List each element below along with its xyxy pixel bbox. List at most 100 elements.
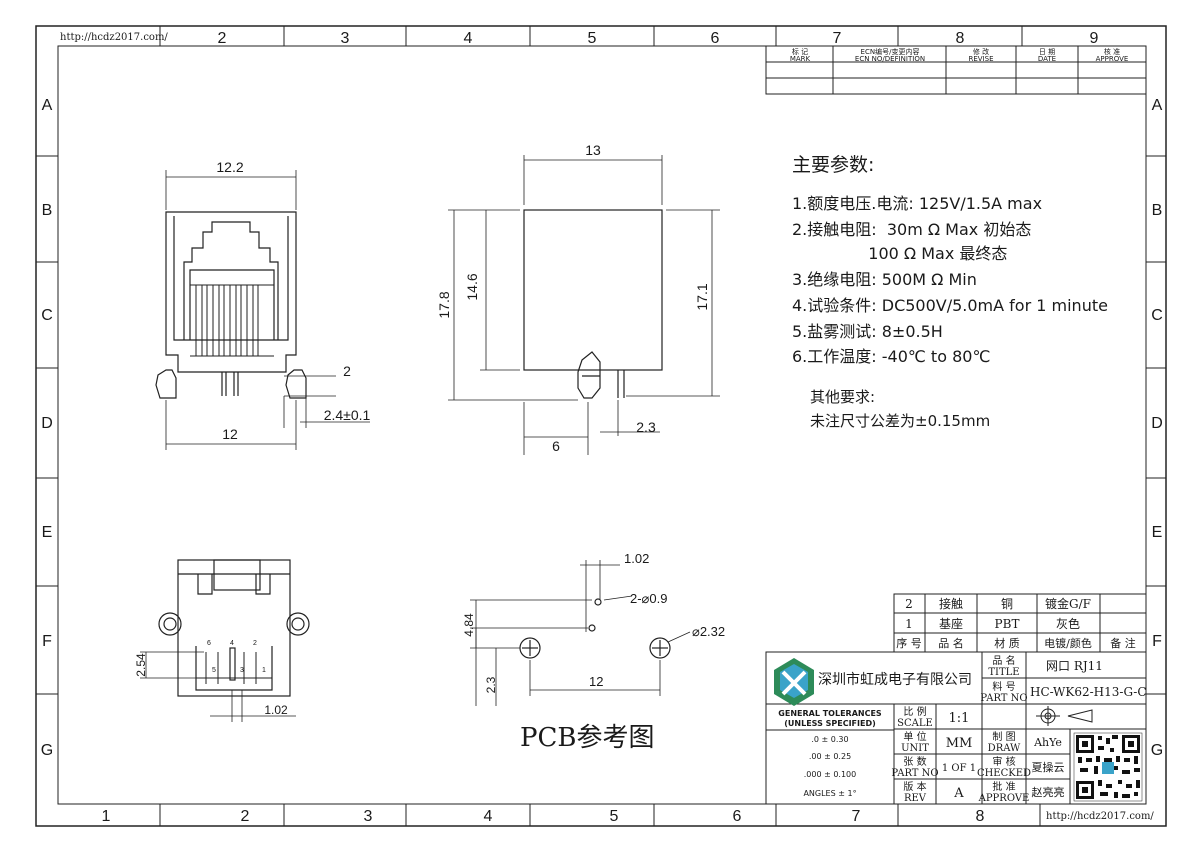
url-bottom: http://hcdz2017.com/: [1046, 811, 1154, 822]
dim-pcb-left: 2.3: [484, 676, 498, 693]
rev-header: 标 记: [792, 47, 808, 56]
bom-table: [893, 593, 1147, 653]
bom-header: 电镀/颜色: [1044, 636, 1092, 650]
rev-header: 修 改: [973, 47, 989, 56]
row-label: B: [1152, 202, 1163, 219]
dim-side-bottom-left: 6: [552, 438, 560, 454]
approve-value: 赵亮亮: [1032, 785, 1065, 799]
bom-cell: 镀金G/F: [1045, 596, 1091, 611]
sheet-label: PART NO: [891, 768, 938, 779]
part-value: HC-WK62-H13-G-C: [1030, 685, 1147, 699]
front-dim-lines: [165, 170, 370, 450]
scale-label: 比 例: [903, 705, 926, 718]
row-label: A: [1152, 97, 1163, 114]
dim-front-pin-span: 12: [222, 426, 238, 442]
rev-label: 版 本: [903, 780, 926, 793]
scale-value: 1:1: [949, 711, 970, 726]
draw-label: 制 图: [992, 730, 1015, 743]
pcb-label: PCB参考图: [520, 723, 655, 753]
scale-label: SCALE: [897, 718, 933, 729]
outer-frame: [35, 25, 1167, 827]
row-label: C: [1151, 307, 1163, 324]
row-label: A: [42, 97, 53, 114]
pin-number: 4: [230, 640, 234, 647]
row-label: D: [41, 415, 53, 432]
col-label: 4: [464, 30, 473, 47]
dim-bottom-h: 1.02: [264, 703, 288, 717]
bom-header: 备 注: [1110, 636, 1136, 650]
dim-front-small: 2: [343, 363, 351, 379]
pcb-footprint: [519, 598, 671, 659]
col-label: 8: [976, 808, 985, 825]
title-block: [765, 651, 1147, 805]
bottom-ruler: [159, 804, 1041, 826]
pin-number: 3: [240, 667, 244, 674]
row-label: F: [42, 633, 52, 650]
company-name: 深圳市虹成电子有限公司: [818, 671, 972, 688]
row-label: C: [41, 307, 53, 324]
dim-front-offset: 2.4±0.1: [324, 407, 371, 423]
draw-label: DRAW: [988, 743, 1021, 754]
rev-header: 核 准: [1104, 47, 1120, 56]
tolerance-line: .00 ± 0.25: [809, 752, 851, 761]
unit-value: MM: [946, 736, 973, 751]
front-view: [155, 211, 307, 399]
side-view: [523, 209, 663, 399]
dim-side-width: 13: [585, 142, 601, 158]
rev-header: DATE: [1038, 55, 1056, 63]
param-line: 4.试验条件: DC500V/5.0mA for 1 minute: [792, 296, 1108, 315]
rev-header: ECN NO/DEFINITION: [855, 55, 925, 63]
pcb-dim-lines: [470, 560, 691, 706]
unit-label: 单 位: [903, 730, 926, 743]
bom-cell: 2: [905, 597, 913, 611]
col-label: 6: [733, 808, 742, 825]
col-label: 9: [1090, 30, 1099, 47]
check-value: 夏操云: [1032, 760, 1065, 774]
col-label: 1: [102, 808, 111, 825]
projection-symbol-icon: [1036, 706, 1093, 726]
sheet-value: 1 OF 1: [942, 763, 976, 774]
row-label: F: [1152, 633, 1162, 650]
title-label: TITLE: [988, 667, 1019, 678]
param-line: 3.绝缘电阻: 500M Ω Min: [792, 270, 977, 289]
side-dim-lines: [448, 155, 720, 455]
col-label: 8: [956, 30, 965, 47]
inner-frame: [57, 45, 1147, 805]
pin-number: 2: [253, 640, 257, 647]
col-label: 5: [610, 808, 619, 825]
dim-side-body: 14.6: [464, 273, 480, 300]
draw-value: AhYe: [1033, 736, 1062, 749]
param-line: 2.接触电阻: 30m Ω Max 初始态: [792, 220, 1032, 239]
tolerance-sub: (UNLESS SPECIFIED): [784, 719, 876, 728]
dim-pcb-span: 12: [589, 674, 603, 689]
col-label: 3: [364, 808, 373, 825]
tolerance-line: .000 ± 0.100: [804, 770, 857, 779]
rev-header: 日 期: [1039, 48, 1055, 56]
col-label: 6: [711, 30, 720, 47]
approve-label: APPROVE: [978, 793, 1030, 804]
param-line: 1.额度电压.电流: 125V/1.5A max: [792, 194, 1043, 213]
bottom-view: [158, 559, 310, 697]
row-label: E: [42, 524, 53, 541]
col-label: 3: [341, 30, 350, 47]
dim-bottom-v: 2.54: [134, 653, 148, 677]
dim-front-width: 12.2: [216, 159, 243, 175]
check-label: CHECKED: [977, 768, 1031, 779]
dim-pcb-small-holes: 2-⌀0.9: [630, 591, 667, 606]
params-title: 主要参数:: [792, 154, 875, 176]
row-label: E: [1152, 524, 1163, 541]
col-label: 4: [484, 808, 493, 825]
param-line: 5.盐雾测试: 8±0.5H: [792, 322, 943, 341]
tolerance-title: GENERAL TOLERANCES: [778, 709, 882, 718]
check-label: 审 核: [992, 755, 1015, 768]
bom-cell: PBT: [995, 617, 1020, 631]
rev-label: REV: [904, 793, 927, 804]
param-line: 6.工作温度: -40℃ to 80℃: [792, 347, 991, 366]
col-label: 2: [241, 808, 250, 825]
pin-number: 5: [212, 667, 216, 674]
bom-cell: 灰色: [1056, 617, 1080, 631]
dim-pcb-big-hole: ⌀2.32: [692, 624, 725, 639]
bom-cell: 基座: [939, 616, 963, 631]
dim-pcb-height: 4.84: [462, 613, 476, 637]
